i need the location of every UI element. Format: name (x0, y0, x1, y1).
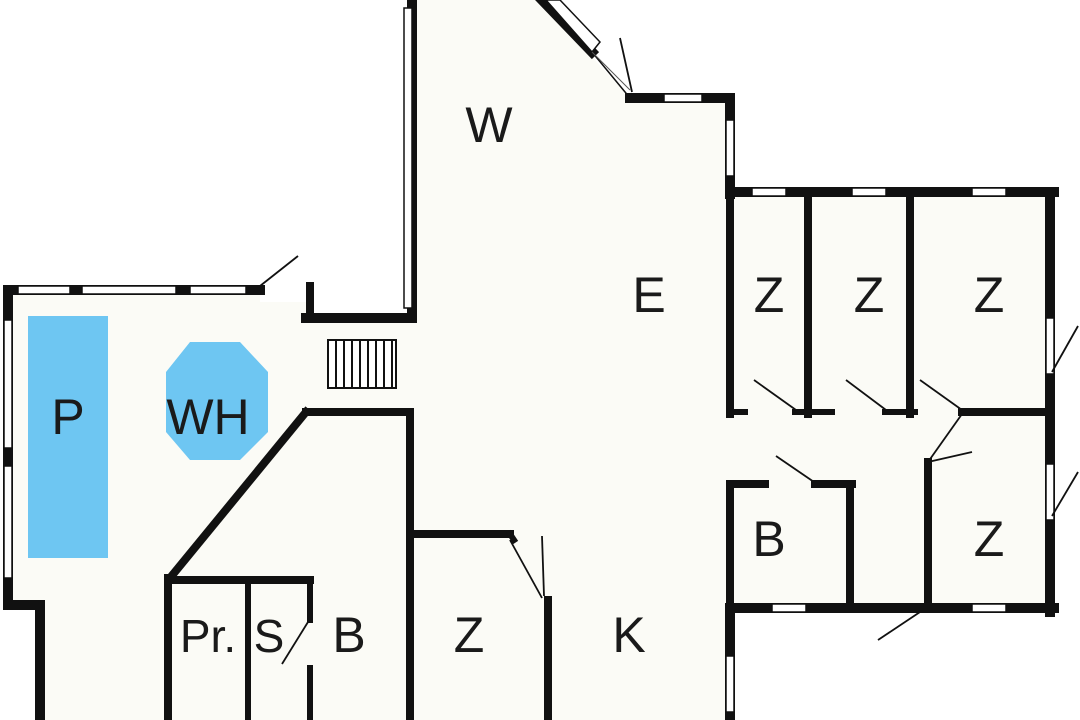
room-label-e: E (632, 267, 665, 323)
floor-main (8, 0, 1050, 720)
room-label-p: P (51, 389, 84, 445)
room-label-wh: WH (166, 389, 249, 445)
room-label-s: S (254, 610, 285, 662)
stairs (327, 339, 397, 389)
room-label-z-5: Z (454, 607, 485, 663)
window-angled (544, 0, 601, 54)
doors (259, 37, 1079, 665)
room-label-z-1: Z (754, 267, 785, 323)
windows (3, 7, 1055, 713)
floor-areas (8, 0, 1050, 720)
room-label-b-right: B (752, 511, 785, 567)
pool (28, 316, 108, 558)
room-label-pr: Pr. (180, 610, 236, 662)
room-label-z-3: Z (974, 267, 1005, 323)
room-label-b-left: B (332, 607, 365, 663)
room-label-z-2: Z (854, 267, 885, 323)
room-label-k: K (612, 607, 645, 663)
room-label-z-4: Z (974, 511, 1005, 567)
room-label-w: W (465, 97, 513, 153)
whirlpool (166, 342, 268, 460)
